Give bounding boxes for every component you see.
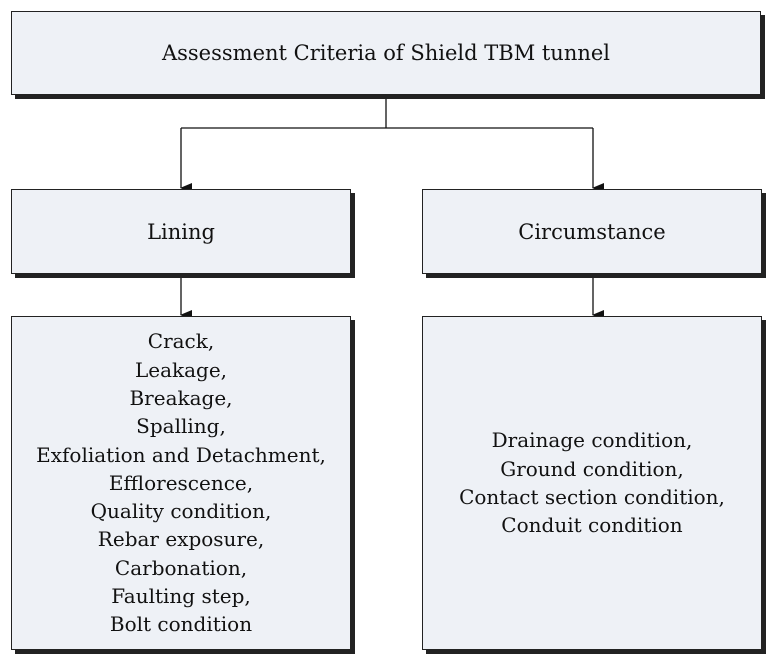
lining-criterion: Quality condition, xyxy=(90,499,272,524)
lining-criterion: Efflorescence, xyxy=(108,470,254,495)
circumstance-criterion: Conduit condition xyxy=(501,513,683,538)
lining-criterion: Carbonation, xyxy=(114,555,248,580)
circumstance-criteria-node: Drainage condition, Ground condition, Co… xyxy=(422,316,762,650)
lining-criterion: Rebar exposure, xyxy=(97,527,265,552)
circumstance-label: Circumstance xyxy=(518,219,666,244)
circumstance-node: Circumstance xyxy=(422,189,762,274)
lining-label: Lining xyxy=(147,219,215,244)
lining-criteria-list: Crack, Leakage, Breakage, Spalling, Exfo… xyxy=(36,327,326,638)
root-node: Assessment Criteria of Shield TBM tunnel xyxy=(11,11,761,95)
lining-criterion: Spalling, xyxy=(136,414,226,439)
lining-criterion: Bolt condition xyxy=(109,612,253,637)
circumstance-criterion: Ground condition, xyxy=(500,456,684,481)
lining-node: Lining xyxy=(11,189,351,274)
root-label: Assessment Criteria of Shield TBM tunnel xyxy=(161,41,611,65)
lining-criterion: Faulting step, xyxy=(111,584,251,609)
lining-criteria-node: Crack, Leakage, Breakage, Spalling, Exfo… xyxy=(11,316,351,650)
circumstance-criterion: Contact section condition, xyxy=(459,485,725,509)
lining-criterion: Leakage, xyxy=(134,357,228,382)
circumstance-criteria-list: Drainage condition, Ground condition, Co… xyxy=(459,426,725,539)
lining-criterion: Crack, xyxy=(147,329,215,354)
circumstance-criterion: Drainage condition, xyxy=(491,428,693,453)
lining-criterion: Exfoliation and Detachment, xyxy=(36,442,326,467)
lining-criterion: Breakage, xyxy=(129,385,233,410)
